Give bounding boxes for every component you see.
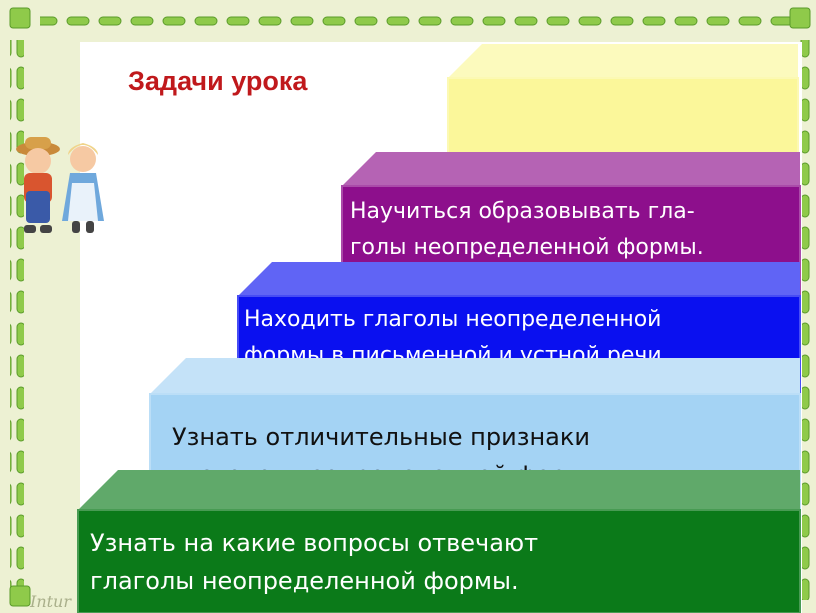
step-3-line-1: Находить глаголы неопределенной [244,307,662,332]
step-3-top-face [238,262,800,296]
step-4-line-2: голы неопределенной формы. [350,235,704,260]
watermark-text: Intur [30,592,72,611]
step-1-line-2: глаголы неопределенной формы. [90,567,519,595]
step-2-top-face [150,358,800,394]
step-1-green: Узнать на какие вопросы отвечают глаголы… [77,470,801,613]
step-1-line-1: Узнать на какие вопросы отвечают [90,529,539,557]
step-4-line-1: Научиться образовывать гла- [350,199,695,224]
step-1-text: Узнать на какие вопросы отвечают глаголы… [90,524,538,600]
step-4-top-face [342,152,800,186]
step-1-top-face [78,470,800,510]
step-1-front-face [77,509,801,613]
step-2-line-1: Узнать отличительные признаки [172,423,590,451]
slide-title: Задачи урока [128,66,308,96]
step-5-top-face [448,44,798,78]
step-4-text: Научиться образовывать гла- голы неопред… [350,194,704,266]
children-icon [16,137,104,233]
